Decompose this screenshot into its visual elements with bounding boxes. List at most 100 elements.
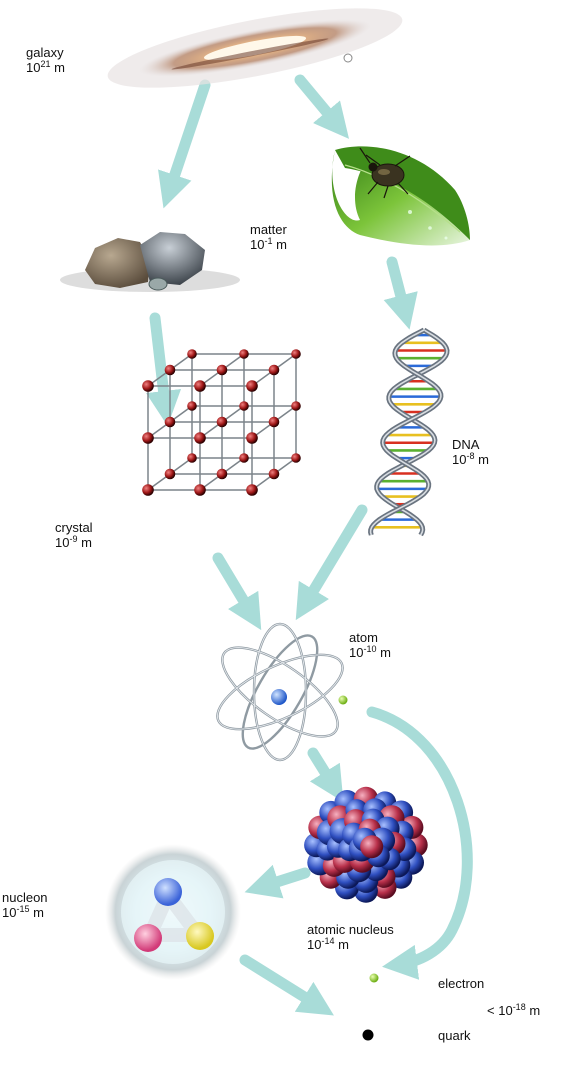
atom-core: [271, 689, 287, 705]
lattice-atom: [291, 453, 301, 463]
label-nucleus-unit: m: [338, 937, 349, 952]
label-quark-name: quark: [438, 1028, 471, 1043]
label-galaxy-exp: 21: [40, 59, 51, 69]
label-atom-unit: m: [380, 645, 391, 660]
label-nucleus-base: 10: [307, 937, 322, 952]
label-atom-base: 10: [349, 645, 364, 660]
label-small-unit: m: [529, 1003, 541, 1018]
label-matter-exp: -1: [264, 236, 273, 246]
lattice-atom: [216, 364, 228, 376]
label-quark: quark: [438, 1028, 471, 1043]
label-nucleon-base: 10: [2, 905, 17, 920]
lattice-atom: [164, 364, 176, 376]
label-crystal-name: crystal: [55, 520, 93, 535]
label-atom-name: atom: [349, 630, 378, 645]
arrows: [146, 74, 473, 1016]
lattice-atom: [291, 401, 301, 411]
label-matter-name: matter: [250, 222, 287, 237]
arrow-nucleus-to-nucleon: [244, 864, 311, 899]
lattice-atom: [216, 468, 228, 480]
lattice-atom: [187, 453, 197, 463]
lattice-atom: [142, 432, 154, 444]
dna-strand-highlight: [369, 329, 442, 536]
arrow-leaf-to-dna: [383, 256, 418, 330]
label-crystal: crystal 10-9 m: [55, 520, 93, 550]
quark-blue: [154, 878, 182, 906]
label-small-size: < 10-18 m: [487, 1002, 541, 1019]
lattice-atom: [246, 432, 258, 444]
label-galaxy: galaxy 1021 m: [26, 45, 65, 75]
crystal-lattice-image: [142, 349, 301, 496]
label-dna-unit: m: [478, 452, 489, 467]
label-dna: DNA 10-8 m: [452, 437, 489, 467]
label-nucleon-exp: -15: [16, 904, 30, 914]
label-atom: atom 10-10 m: [349, 630, 391, 660]
lattice-atom: [239, 453, 249, 463]
arrow-nucleon-to-quark: [239, 954, 334, 1016]
matter-rocks-image: [60, 232, 240, 292]
lattice-atom: [142, 380, 154, 392]
leaf-beetle-image: [331, 146, 470, 246]
galaxy-image: [107, 8, 403, 88]
lattice-atom: [142, 484, 154, 496]
arrow-galaxy-to-leaf: [294, 74, 350, 139]
quark-pink: [134, 924, 162, 952]
label-atom-exp: -10: [363, 644, 377, 654]
lattice-atom: [187, 401, 197, 411]
atom-image: [216, 622, 348, 762]
label-nucleon-name: nucleon: [2, 890, 48, 905]
dna-image: [368, 327, 450, 537]
label-electron: electron: [438, 976, 484, 991]
label-matter-base: 10: [250, 237, 265, 252]
lattice-atom: [194, 380, 206, 392]
label-galaxy-name: galaxy: [26, 45, 64, 60]
label-nucleon-unit: m: [33, 905, 44, 920]
label-crystal-exp: -9: [69, 534, 78, 544]
lattice-atom: [291, 349, 301, 359]
label-nucleus: atomic nucleus 10-14 m: [307, 922, 394, 952]
lattice-atom: [164, 416, 176, 428]
lattice-atom: [268, 364, 280, 376]
lattice-atom: [194, 432, 206, 444]
label-galaxy-base: 10: [26, 60, 41, 75]
proton: [360, 835, 384, 859]
label-nucleon: nucleon 10-15 m: [2, 890, 48, 920]
label-dna-exp: -8: [466, 451, 475, 461]
arrow-galaxy-to-matter: [158, 79, 211, 209]
arrow-crystal-to-atom: [212, 552, 262, 631]
lattice-atom: [268, 416, 280, 428]
lattice-atom: [239, 401, 249, 411]
label-nucleus-name: atomic nucleus: [307, 922, 394, 937]
label-dna-name: DNA: [452, 437, 480, 452]
label-electron-name: electron: [438, 976, 485, 991]
lattice-atom: [246, 484, 258, 496]
label-dna-base: 10: [452, 452, 467, 467]
lattice-atom: [194, 484, 206, 496]
arrow-atom-to-electron: [366, 706, 473, 980]
quark-dot: [362, 1029, 374, 1041]
lattice-atom: [164, 468, 176, 480]
electron-dot: [369, 973, 379, 983]
arrow-atom-to-nucleus: [307, 747, 344, 802]
label-nucleus-exp: -14: [321, 936, 335, 946]
label-small-exp: -18: [512, 1002, 526, 1012]
arrow-dna-to-atom: [295, 504, 368, 621]
nucleon-image: [105, 844, 241, 980]
label-matter: matter 10-1 m: [250, 222, 287, 252]
arrow-matter-to-crystal: [146, 312, 182, 426]
label-galaxy-unit: m: [54, 60, 65, 75]
dna-strand-highlight: [375, 329, 448, 536]
label-crystal-base: 10: [55, 535, 70, 550]
label-matter-unit: m: [276, 237, 287, 252]
lattice-atom: [246, 380, 258, 392]
quark-yellow: [186, 922, 214, 950]
lattice-atom: [239, 349, 249, 359]
lattice-atom: [268, 468, 280, 480]
atomic-nucleus-image: [304, 786, 428, 903]
label-small-prefix: <: [487, 1003, 499, 1018]
atom-electron: [338, 695, 348, 705]
lattice-atom: [216, 416, 228, 428]
label-small-base: 10: [498, 1003, 513, 1018]
lattice-atom: [187, 349, 197, 359]
